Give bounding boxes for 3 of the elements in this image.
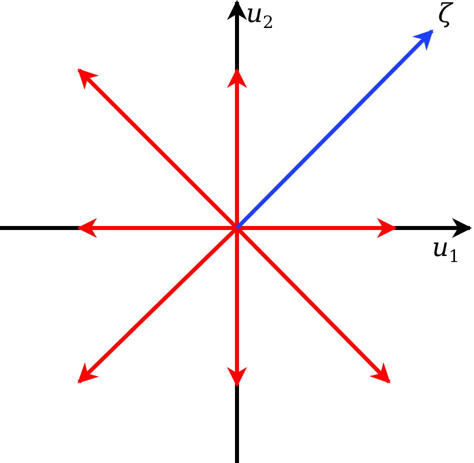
axis-label: u$_{2}$ bbox=[246, 0, 274, 36]
axis-label: u$_{1}$ bbox=[432, 234, 460, 270]
axis-label: ζ bbox=[438, 0, 452, 28]
